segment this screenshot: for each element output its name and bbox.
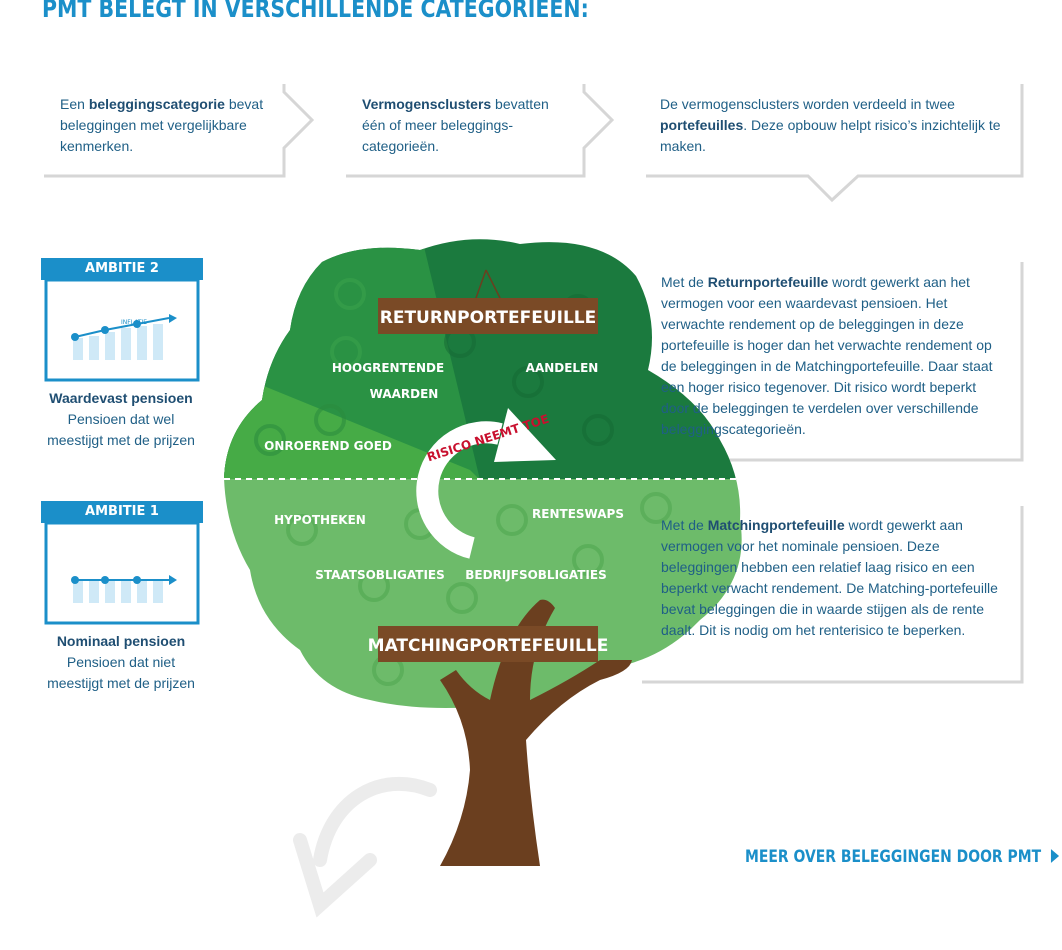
matching-sign-label: MATCHINGPORTEFEUILLE [368,636,609,656]
cat-onroerend-goed: ONROEREND GOED [264,439,392,453]
tree-trunk [440,599,632,866]
inflatie-label: INFLATIE [121,319,147,326]
info-box-clusters: Vermogensclusters bevatten één of meer b… [362,96,549,154]
ambitie-2-caption: Waardevast pensioen Pensioen dat wel mee… [47,390,195,448]
page-title: PMT BELEGT IN VERSCHILLENDE CATEGORIEËN: [42,0,589,23]
matching-sign [378,626,598,662]
returnportefeuille-box: Met de Returnportefeuille wordt gewerkt … [661,274,993,437]
return-sign-label: RETURNPORTEFEUILLE [380,308,597,328]
ambitie-1-chart [44,523,200,625]
cat-hoogrentende-2: WAARDEN [370,387,439,401]
info-box-categorie: Een beleggingscategorie bevat belegginge… [60,96,264,154]
faint-arrow-decoration [293,776,437,918]
risk-arrow [416,408,556,559]
cat-renteswaps: RENTESWAPS [532,507,624,521]
matchingportefeuille-box: Met de Matchingportefeuille wordt gewerk… [661,517,998,638]
chevron-right-icon [1050,849,1060,863]
ambitie-1-caption: Nominaal pensioen Pensioen dat niet mees… [47,633,195,691]
return-sign [378,269,598,334]
cat-hypotheken: HYPOTHEKEN [274,513,366,527]
cat-hoogrentende-1: HOOGRENTENDE [332,361,444,375]
ambitie-1-badge: AMBITIE 1 [41,501,203,523]
info-box-portefeuilles: De vermogensclusters worden verdeeld in … [660,96,1001,154]
cat-staatsobligaties: STAATSOBLIGATIES [315,568,445,582]
ambitie-2-badge: AMBITIE 2 [41,258,203,280]
cat-aandelen: AANDELEN [526,361,599,375]
ambitie-2-chart: INFLATIE [44,280,200,382]
top-box-frames [44,84,1024,684]
more-about-investments-link[interactable]: MEER OVER BELEGGINGEN DOOR PMT [745,847,1061,867]
cat-bedrijfsobligaties: BEDRIJFSOBLIGATIES [465,568,606,582]
